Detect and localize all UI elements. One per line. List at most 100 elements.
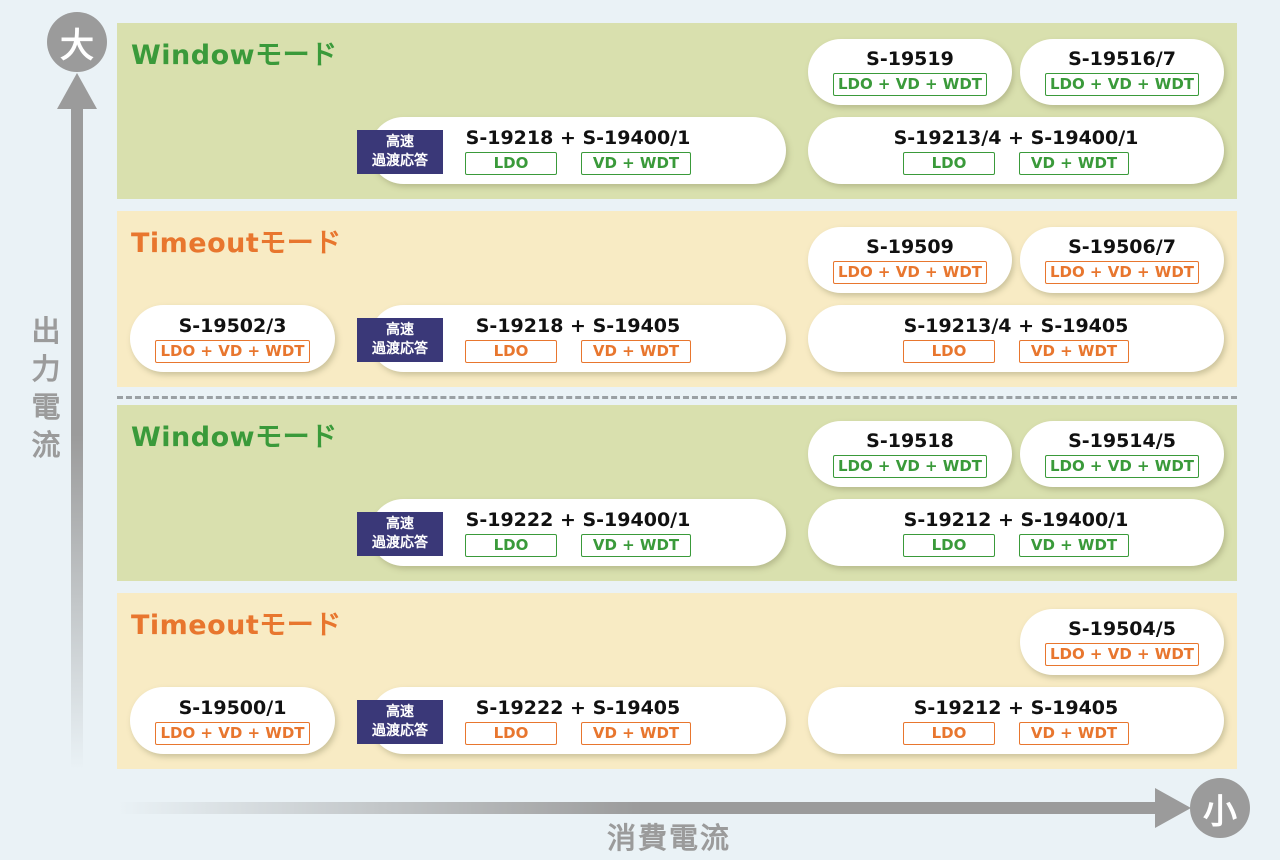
function-tag: VD + WDT: [581, 533, 691, 557]
function-tag: LDO: [465, 151, 557, 175]
function-tag: LDO: [903, 339, 995, 363]
function-tag: LDO: [465, 533, 557, 557]
x-axis-arrow-shaft: [117, 802, 1167, 814]
function-tag: LDO + VD + WDT: [1044, 261, 1200, 284]
product-name: S-19213/4 + S-19405: [903, 314, 1129, 337]
function-tags: LDO + VD + WDT: [155, 339, 310, 363]
function-tags: LDO + VD + WDT: [1044, 643, 1200, 666]
x-axis-label: 消費電流: [607, 821, 732, 855]
function-tag: LDO + VD + WDT: [155, 339, 310, 363]
function-tags: LDO VD + WDT: [903, 533, 1129, 557]
x-axis-arrow-head: [1155, 788, 1191, 828]
function-tags: LDO + VD + WDT: [832, 261, 988, 284]
function-tag: VD + WDT: [581, 721, 691, 745]
product-name: S-19218 + S-19405: [475, 314, 681, 337]
function-tags: LDO + VD + WDT: [832, 455, 988, 478]
function-tags: LDO VD + WDT: [465, 339, 691, 363]
mode-title: Windowモード: [131, 422, 338, 453]
fast-transient-response-badge: 高速過渡応答: [357, 130, 443, 174]
section-divider: [117, 396, 1237, 399]
function-tags: LDO + VD + WDT: [832, 73, 988, 96]
mode-title: Windowモード: [131, 40, 338, 71]
fast-transient-response-badge: 高速過渡応答: [357, 318, 443, 362]
product-name: S-19218 + S-19400/1: [465, 126, 691, 149]
function-tag: VD + WDT: [1019, 151, 1129, 175]
function-tag: LDO: [465, 339, 557, 363]
badge-line: 過渡応答: [372, 153, 428, 169]
function-tag: VD + WDT: [581, 151, 691, 175]
badge-line: 高速: [386, 134, 414, 150]
function-tags: LDO VD + WDT: [465, 721, 691, 745]
mode-title: Timeoutモード: [131, 228, 342, 259]
function-tag: LDO: [903, 151, 995, 175]
function-tags: LDO VD + WDT: [465, 533, 691, 557]
function-tag: LDO + VD + WDT: [155, 721, 310, 745]
function-tags: LDO + VD + WDT: [155, 721, 310, 745]
product-name: S-19509: [866, 236, 954, 258]
function-tags: LDO + VD + WDT: [1044, 455, 1200, 478]
badge-line: 過渡応答: [372, 341, 428, 357]
function-tag: LDO + VD + WDT: [832, 261, 988, 284]
product-name: S-19506/7: [1068, 236, 1176, 258]
x-axis-low-marker: 小: [1190, 778, 1250, 838]
product-name: S-19516/7: [1068, 48, 1176, 70]
function-tag: VD + WDT: [1019, 339, 1129, 363]
function-tag: LDO + VD + WDT: [832, 455, 988, 478]
function-tag: VD + WDT: [1019, 533, 1129, 557]
function-tag: LDO + VD + WDT: [1044, 73, 1200, 96]
function-tag: LDO: [465, 721, 557, 745]
product-name: S-19212 + S-19405: [913, 696, 1119, 719]
function-tag: LDO: [903, 533, 995, 557]
badge-line: 高速: [386, 516, 414, 532]
function-tag: LDO + VD + WDT: [1044, 455, 1200, 478]
product-name: S-19213/4 + S-19400/1: [893, 126, 1139, 149]
product-name: S-19212 + S-19400/1: [903, 508, 1129, 531]
product-name: S-19502/3: [178, 314, 287, 337]
product-name: S-19222 + S-19405: [475, 696, 681, 719]
y-axis-arrow-head: [57, 73, 97, 109]
function-tags: LDO + VD + WDT: [1044, 73, 1200, 96]
product-name: S-19222 + S-19400/1: [465, 508, 691, 531]
function-tags: LDO VD + WDT: [903, 151, 1129, 175]
product-name: S-19500/1: [178, 696, 287, 719]
y-axis-arrow-shaft: [71, 100, 83, 770]
product-name: S-19514/5: [1068, 430, 1176, 452]
badge-line: 過渡応答: [372, 723, 428, 739]
y-axis-high-marker: 大: [47, 12, 107, 72]
function-tags: LDO + VD + WDT: [1044, 261, 1200, 284]
y-axis-label: 出力電流: [31, 314, 61, 462]
function-tags: LDO VD + WDT: [465, 151, 691, 175]
product-name: S-19518: [866, 430, 954, 452]
function-tag: VD + WDT: [581, 339, 691, 363]
badge-line: 過渡応答: [372, 535, 428, 551]
function-tag: LDO + VD + WDT: [832, 73, 988, 96]
product-name: S-19519: [866, 48, 954, 70]
fast-transient-response-badge: 高速過渡応答: [357, 700, 443, 744]
function-tags: LDO VD + WDT: [903, 339, 1129, 363]
function-tag: LDO + VD + WDT: [1044, 643, 1200, 666]
function-tag: LDO: [903, 721, 995, 745]
badge-line: 高速: [386, 322, 414, 338]
mode-title: Timeoutモード: [131, 610, 342, 641]
product-name: S-19504/5: [1068, 618, 1176, 640]
